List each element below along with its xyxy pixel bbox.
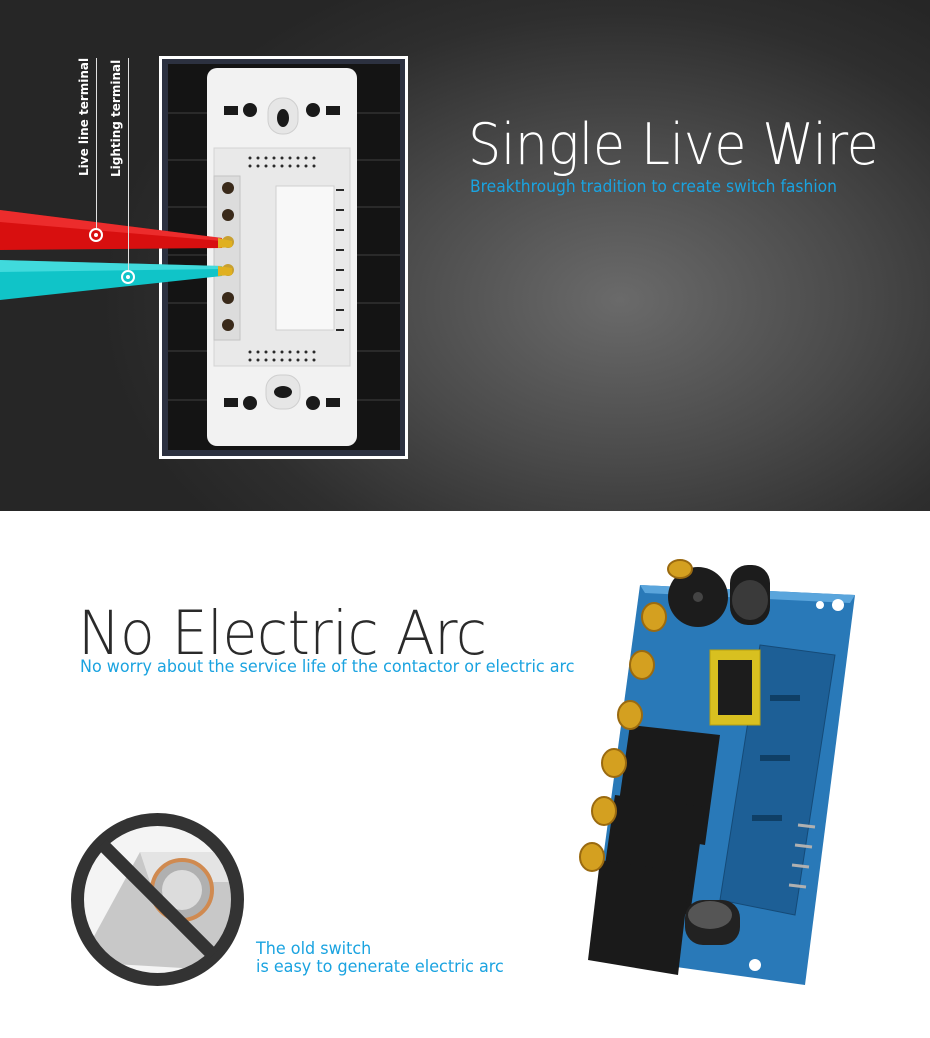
old-switch-caption: The old switch is easy to generate elect… [256, 940, 504, 976]
circuit-board-illustration [579, 559, 855, 985]
no-electric-arc-title: No Electric Arc [78, 598, 487, 669]
no-electric-arc-subtitle: No worry about the service life of the c… [80, 657, 575, 677]
single-live-wire-subtitle: Breakthrough tradition to create switch … [470, 177, 837, 196]
live-terminal-label: Live line terminal [77, 57, 91, 176]
live-terminal-marker [89, 228, 103, 242]
wires-illustration [0, 210, 232, 300]
no-arc-prohibition-icon [71, 813, 244, 986]
lighting-terminal-guide-line [128, 58, 129, 270]
single-live-wire-section: Live line terminal Lighting terminal Sin… [0, 0, 930, 511]
old-switch-caption-line1: The old switch [256, 939, 372, 959]
old-switch-caption-line2: is easy to generate electric arc [256, 957, 504, 977]
live-terminal-guide-line [96, 58, 97, 230]
switch-back-illustration [159, 56, 408, 459]
lighting-terminal-marker [121, 270, 135, 284]
single-live-wire-title: Single Live Wire [468, 112, 879, 178]
lighting-terminal-label: Lighting terminal [109, 59, 123, 177]
